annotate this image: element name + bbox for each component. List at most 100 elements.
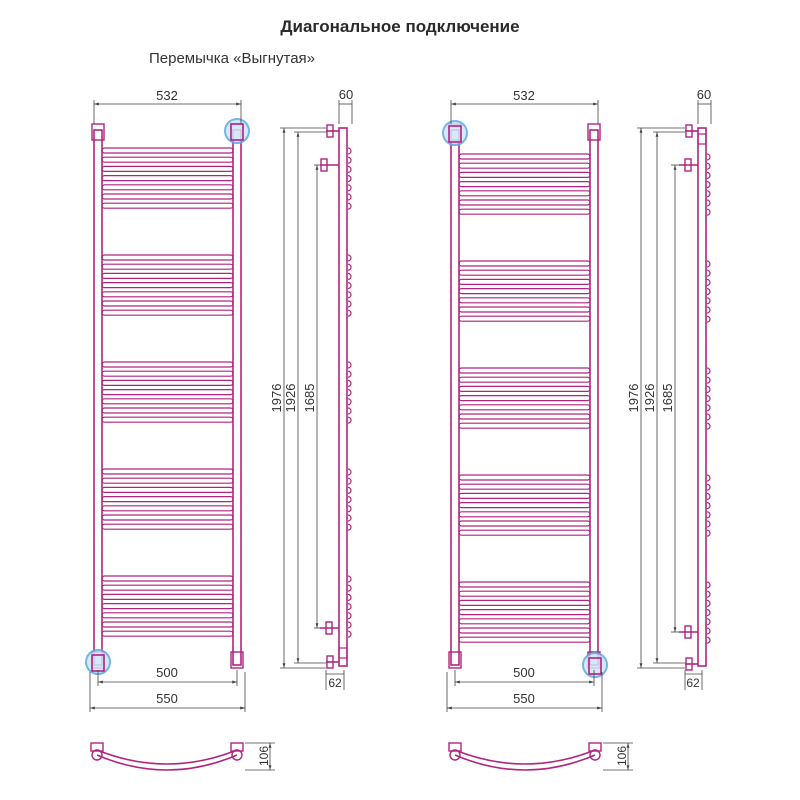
top-outer-bracket xyxy=(685,124,707,145)
towel-bar xyxy=(458,502,591,509)
tube-end xyxy=(706,190,711,198)
towel-bar xyxy=(101,156,234,163)
tube-end xyxy=(347,407,352,415)
tube-end xyxy=(347,165,352,173)
tube-end xyxy=(706,529,711,537)
towel-bar xyxy=(101,477,234,484)
tube-end xyxy=(706,367,711,375)
tube-end xyxy=(706,171,711,179)
height-1926-label: 1926 xyxy=(283,384,298,413)
towel-bar xyxy=(458,260,591,267)
towel-bar xyxy=(458,385,591,392)
left-plan-view: 106 xyxy=(90,742,275,771)
dimension-top-width: 532 xyxy=(450,88,599,124)
right-view: 532 500 550 xyxy=(442,87,712,771)
right-front-view xyxy=(442,120,608,678)
towel-bar xyxy=(101,575,234,582)
tube-end xyxy=(347,593,352,601)
tube-end xyxy=(706,413,711,421)
tube-end xyxy=(347,612,352,620)
left-view: 532 500 550 xyxy=(85,87,353,771)
side-tubes xyxy=(347,147,352,638)
tube-end xyxy=(347,398,352,406)
bottom-outer-bracket xyxy=(685,657,698,671)
tube-end xyxy=(347,468,352,476)
tube-end xyxy=(706,590,711,598)
side-depth-label: 60 xyxy=(697,87,711,102)
height-1976-label: 1976 xyxy=(269,384,284,413)
tube-end xyxy=(347,300,352,308)
towel-bar xyxy=(101,300,234,307)
bottom-inner-width-label: 500 xyxy=(156,665,178,680)
top-inner-bracket xyxy=(679,158,698,172)
towel-bar xyxy=(101,272,234,279)
left-front-view xyxy=(85,118,250,675)
towel-bar xyxy=(458,590,591,597)
towel-bar xyxy=(458,483,591,490)
tube-end xyxy=(347,361,352,369)
tube-end xyxy=(706,520,711,528)
bottom-outer-width-label: 550 xyxy=(513,691,535,706)
tube-end xyxy=(347,156,352,164)
plan-depth-label: 106 xyxy=(257,746,271,766)
towel-bar xyxy=(101,282,234,289)
height-1976-label: 1976 xyxy=(626,384,641,413)
height-1685-label: 1685 xyxy=(660,384,675,413)
tube-end xyxy=(347,272,352,280)
towel-bar xyxy=(101,612,234,619)
towel-bar xyxy=(458,153,591,160)
towel-bar xyxy=(458,367,591,374)
tube-end xyxy=(706,278,711,286)
tube-end xyxy=(706,153,711,161)
towel-bar xyxy=(458,581,591,588)
towel-bar xyxy=(458,315,591,322)
towel-bar xyxy=(458,181,591,188)
tube-end xyxy=(347,496,352,504)
top-right-cap xyxy=(587,123,601,141)
towel-bar xyxy=(458,492,591,499)
bottom-inner-bracket xyxy=(320,621,339,635)
towel-bar xyxy=(101,263,234,270)
towel-bar xyxy=(101,407,234,414)
towel-bar xyxy=(458,269,591,276)
plan-depth-label: 106 xyxy=(615,746,629,766)
towel-bar xyxy=(101,630,234,637)
towel-bar xyxy=(458,404,591,411)
towel-bar xyxy=(458,199,591,206)
right-upright xyxy=(232,129,242,666)
towel-bar xyxy=(101,486,234,493)
towel-bar xyxy=(458,376,591,383)
top-width-label: 532 xyxy=(156,88,178,103)
tube-end xyxy=(706,599,711,607)
towel-bar xyxy=(101,523,234,530)
tube-end xyxy=(706,404,711,412)
tube-end xyxy=(347,254,352,262)
top-width-label: 532 xyxy=(513,88,535,103)
tube-end xyxy=(347,603,352,611)
bottom-outer-width-label: 550 xyxy=(156,691,178,706)
towel-bar xyxy=(458,190,591,197)
top-outer-bracket xyxy=(326,124,339,138)
towel-bar xyxy=(101,309,234,316)
towel-bar xyxy=(458,474,591,481)
tube-end xyxy=(706,483,711,491)
tube-end xyxy=(347,184,352,192)
towel-bar xyxy=(458,599,591,607)
towel-bar xyxy=(101,389,234,396)
tube-end xyxy=(706,609,711,617)
top-inner-bracket xyxy=(320,158,339,172)
tube-end xyxy=(706,162,711,170)
tube-end xyxy=(706,208,711,216)
side-tubes xyxy=(706,153,711,644)
bottom-inner-bracket xyxy=(679,625,698,639)
towel-bar xyxy=(101,202,234,209)
towel-bar xyxy=(101,361,234,368)
dimension-bottom-widths: 500 550 xyxy=(89,665,246,712)
subtitle: Перемычка «Выгнутая» xyxy=(149,50,316,67)
tube-end xyxy=(706,636,711,644)
towel-bar xyxy=(458,162,591,169)
tube-end xyxy=(347,486,352,494)
towel-bar xyxy=(458,208,591,215)
towel-bar xyxy=(458,618,591,625)
